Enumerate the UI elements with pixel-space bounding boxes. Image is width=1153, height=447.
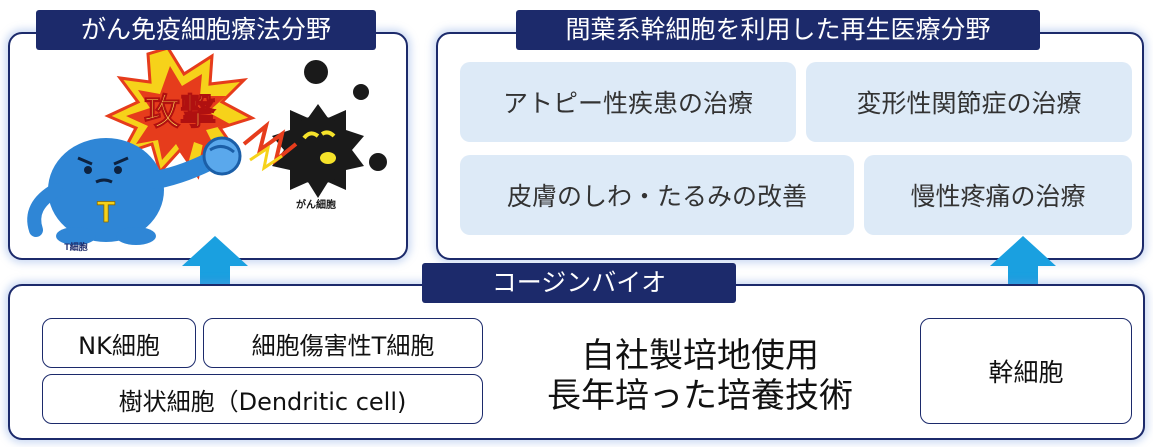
- t-cell-label: T細胞: [64, 241, 88, 252]
- atopy-treatment-cell: アトピー性疾患の治療: [460, 62, 796, 142]
- regenerative-title: 間葉系幹細胞を利用した再生医療分野: [516, 10, 1040, 50]
- osteoarthritis-treatment-cell: 変形性関節症の治療: [806, 62, 1132, 142]
- burst-text: 攻撃: [144, 91, 216, 132]
- stem-cell-box: 幹細胞: [920, 318, 1132, 424]
- in-house-medium-text: 自社製培地使用: [581, 336, 819, 376]
- technology-text: 自社製培地使用 長年培った培養技術: [510, 336, 890, 416]
- kohjin-bio-title: コージンバイオ: [422, 263, 736, 303]
- cancer-attack-illustration: 攻撃 T T細胞 がん細胞: [16, 40, 400, 252]
- dendritic-cell-box: 樹状細胞（Dendritic cell): [42, 374, 483, 424]
- immunotherapy-title: がん免疫細胞療法分野: [36, 10, 376, 50]
- wrinkle-improvement-cell: 皮膚のしわ・たるみの改善: [460, 155, 854, 235]
- nk-cell-box: NK細胞: [42, 318, 196, 368]
- cytotoxic-t-cell-box: 細胞傷害性T細胞: [203, 318, 483, 368]
- arrow-up-right-icon: [990, 236, 1056, 306]
- t-letter: T: [97, 196, 115, 229]
- cancer-cell-label: がん細胞: [296, 198, 336, 211]
- arrow-up-left-icon: [182, 236, 248, 306]
- chronic-pain-treatment-cell: 慢性疼痛の治療: [864, 155, 1132, 235]
- culture-technique-text: 長年培った培養技術: [547, 376, 853, 416]
